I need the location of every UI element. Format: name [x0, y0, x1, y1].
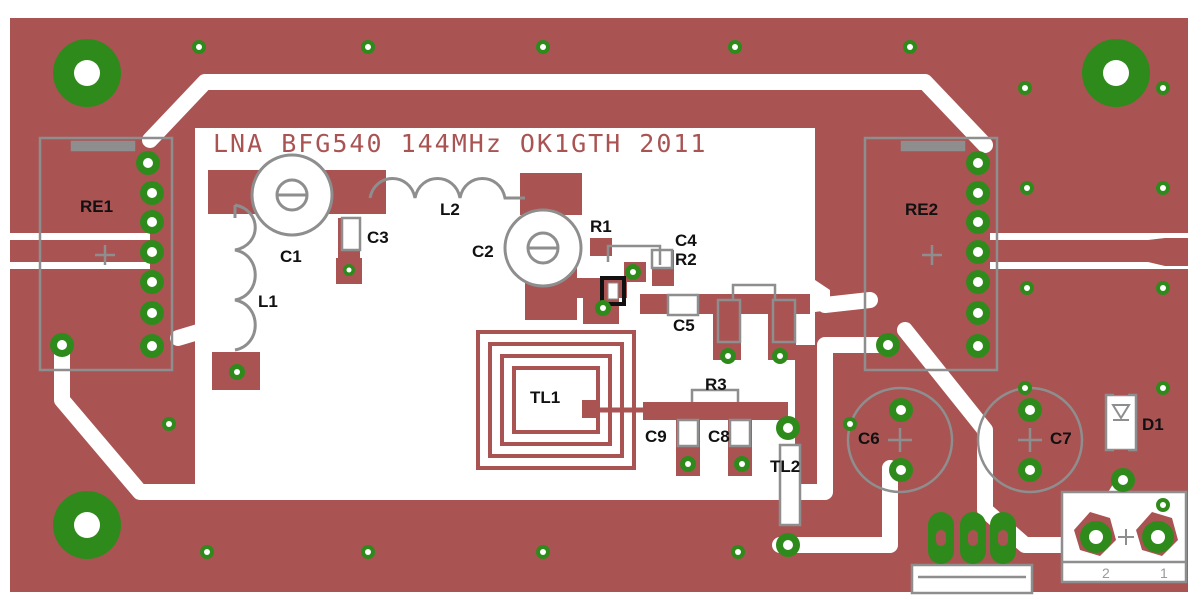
label-d1: D1: [1142, 415, 1164, 434]
regulator-outline: [910, 563, 1034, 595]
regulator-pads: [928, 512, 1016, 564]
connector-pads: [1074, 512, 1178, 556]
label-r2: R2: [675, 250, 697, 269]
component-pads: [50, 151, 1135, 557]
label-tl2: TL2: [770, 457, 800, 476]
tl1-pad: [582, 400, 600, 418]
label-c8: C8: [708, 427, 730, 446]
mounting-holes: [53, 39, 1150, 559]
label-c1: C1: [280, 247, 302, 266]
component-pad-hole: [783, 423, 793, 433]
via-hole: [1024, 185, 1030, 191]
component-pad-hole: [147, 247, 157, 257]
component-pad-hole: [973, 217, 983, 227]
component-pad-hole: [973, 158, 983, 168]
component-pad-hole: [1025, 465, 1035, 475]
bfg540-transistor: [600, 276, 626, 306]
rf-output-line: [990, 238, 1188, 266]
c2-trimmer: [503, 208, 583, 288]
via-hole: [735, 549, 741, 555]
component-pad-hole: [783, 540, 793, 550]
label-c6: C6: [858, 429, 880, 448]
via-hole: [1160, 502, 1166, 508]
via-stitching: [162, 40, 1170, 559]
label-conn-pin1: 1: [1160, 565, 1168, 581]
via-hole: [540, 549, 546, 555]
via-hole: [1022, 385, 1028, 391]
component-labels: RE1 RE2 C1 C2 C3 C4 C5 C6 C7 C8 C9 L1 L2…: [80, 197, 1168, 581]
label-c9: C9: [645, 427, 667, 446]
label-l1: L1: [258, 292, 278, 311]
component-pad-hole: [147, 308, 157, 318]
relay-re1-outline: [38, 136, 174, 372]
component-pad-hole: [973, 277, 983, 287]
component-pad-hole: [883, 340, 893, 350]
component-pad-hole: [973, 247, 983, 257]
via-hole: [204, 549, 210, 555]
label-c4: C4: [675, 231, 697, 250]
smd-pad-hole: [234, 369, 240, 375]
via-hole: [1022, 85, 1028, 91]
component-pad-hole: [973, 308, 983, 318]
label-re2: RE2: [905, 200, 938, 219]
square-pads: [336, 258, 362, 284]
c6-outline: [846, 386, 954, 494]
via-hole: [196, 44, 202, 50]
label-l2: L2: [440, 200, 460, 219]
label-tl1: TL1: [530, 388, 560, 407]
component-pad-hole: [1025, 405, 1035, 415]
smd-outlines: [340, 216, 802, 527]
label-re1: RE1: [80, 197, 113, 216]
l1-coil: [233, 203, 257, 352]
component-pad-hole: [147, 217, 157, 227]
via-hole: [1160, 285, 1166, 291]
component-pad-hole: [896, 465, 906, 475]
via-hole: [540, 44, 546, 50]
smd-pad-hole: [685, 461, 691, 467]
smd-pad-hole: [600, 305, 606, 311]
board-title: LNA BFG540 144MHz OK1GTH 2011: [213, 129, 708, 158]
via-hole: [365, 44, 371, 50]
component-pad-hole: [143, 158, 153, 168]
component-pad-hole: [973, 188, 983, 198]
l2-coil: [368, 177, 525, 200]
component-pad-hole: [973, 341, 983, 351]
via-hole: [1160, 85, 1166, 91]
c1-trimmer: [250, 153, 334, 237]
rf-input-line: [10, 240, 160, 262]
component-pad-hole: [57, 340, 67, 350]
component-pad-hole: [147, 341, 157, 351]
smd-pad-hole: [739, 461, 745, 467]
label-r3: R3: [705, 375, 727, 394]
re2-copper-block: [818, 130, 866, 280]
component-pad-hole: [147, 188, 157, 198]
smd-pad-hole: [630, 269, 636, 275]
label-c7: C7: [1050, 429, 1072, 448]
label-c2: C2: [472, 242, 494, 261]
label-conn-pin2: 2: [1102, 565, 1110, 581]
via-hole: [847, 421, 853, 427]
via-hole: [1024, 285, 1030, 291]
via-hole: [732, 44, 738, 50]
via-hole: [1160, 185, 1166, 191]
smd-pad-hole: [725, 353, 731, 359]
component-pad-hole: [147, 277, 157, 287]
via-hole: [1160, 385, 1166, 391]
via-hole: [365, 549, 371, 555]
via-hole: [166, 421, 172, 427]
relay-re2-outline: [863, 136, 999, 372]
component-pad-hole: [1118, 475, 1128, 485]
tl1-spiral: [476, 330, 636, 470]
via-hole: [907, 44, 913, 50]
label-c3: C3: [367, 228, 389, 247]
smd-pad-hole: [777, 353, 783, 359]
label-r1: R1: [590, 217, 612, 236]
component-pad-hole: [896, 405, 906, 415]
label-c5: C5: [673, 316, 695, 335]
